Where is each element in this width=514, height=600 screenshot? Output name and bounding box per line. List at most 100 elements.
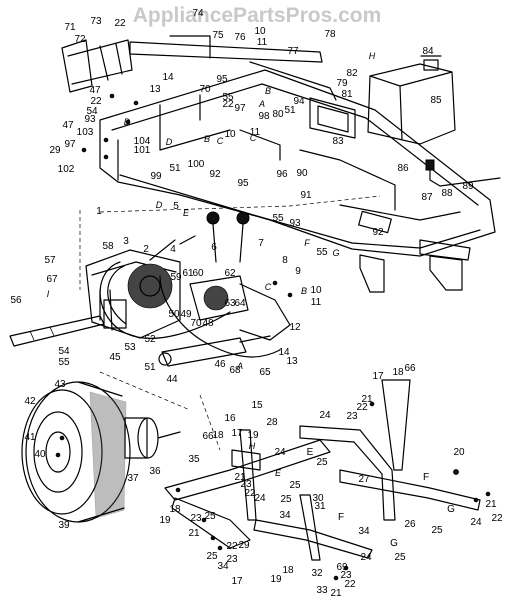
control-levers: [149, 211, 250, 263]
part-callout-56: 56: [10, 295, 22, 306]
part-callout-21: 21: [234, 472, 246, 483]
part-callout-37: 37: [127, 473, 139, 484]
part-callout-24: 24: [254, 493, 266, 504]
part-callout-25: 25: [204, 511, 216, 522]
part-callout-24: 24: [470, 517, 482, 528]
part-callout-21: 21: [361, 394, 373, 405]
part-callout-53: 53: [124, 342, 136, 353]
seat-bracket: [309, 97, 356, 139]
part-callout-8: 8: [282, 255, 288, 266]
hidden-lines: [79, 195, 381, 451]
part-callout-36: 36: [149, 466, 161, 477]
reference-letter-H: H: [369, 51, 376, 61]
hitch-bracket: [61, 39, 133, 93]
reference-letter-B: B: [301, 286, 307, 296]
part-callout-98: 98: [258, 111, 270, 122]
part-callout-33: 33: [316, 585, 328, 596]
part-callout-51: 51: [144, 362, 156, 373]
part-callout-G: G: [390, 538, 398, 549]
part-callout-101: 101: [134, 145, 151, 156]
part-callout-73: 73: [90, 16, 102, 27]
part-callout-51: 51: [169, 163, 181, 174]
part-callout-F: F: [423, 472, 429, 483]
part-callout-23: 23: [226, 554, 238, 565]
hydraulic-hoses: [99, 261, 281, 358]
part-callout-10: 10: [224, 129, 236, 140]
reference-letter-D: D: [166, 137, 173, 147]
part-callout-65: 65: [259, 367, 271, 378]
part-callout-100: 100: [188, 159, 205, 170]
part-callout-49: 49: [180, 309, 192, 320]
part-callout-19: 19: [247, 430, 259, 441]
reference-letter-H: H: [249, 441, 256, 451]
hydraulic-pump: [189, 275, 291, 341]
part-callout-86: 86: [397, 163, 409, 174]
upper-axle: [129, 35, 337, 101]
part-callout-68: 68: [229, 365, 241, 376]
part-callout-79: 79: [336, 78, 348, 89]
part-callout-13: 13: [149, 84, 161, 95]
part-callout-103: 103: [77, 127, 94, 138]
part-callout-57: 57: [44, 255, 56, 266]
part-callout-28: 28: [266, 417, 278, 428]
part-callout-44: 44: [166, 374, 178, 385]
part-callout-23: 23: [240, 479, 252, 490]
part-callout-55: 55: [272, 213, 284, 224]
part-callout-19: 19: [159, 515, 171, 526]
part-callout-21: 21: [330, 588, 342, 599]
part-callout-25: 25: [394, 552, 406, 563]
part-callout-24: 24: [360, 552, 372, 563]
part-callout-22: 22: [90, 96, 102, 107]
part-callout-10: 10: [254, 26, 266, 37]
part-callout-24: 24: [319, 410, 331, 421]
part-callout-95: 95: [216, 74, 228, 85]
part-callout-66: 66: [404, 363, 416, 374]
part-callout-G: G: [447, 504, 455, 515]
reference-letter-A: A: [258, 99, 265, 109]
part-callout-104: 104: [134, 136, 151, 147]
part-callout-22: 22: [114, 18, 126, 29]
part-callout-1: 1: [96, 206, 102, 217]
reference-letter-G: G: [332, 248, 339, 258]
part-callout-14: 14: [162, 72, 174, 83]
watermark-text: AppliancePartsPros.com: [133, 4, 382, 27]
part-callout-25: 25: [280, 494, 292, 505]
part-callout-96: 96: [276, 169, 288, 180]
part-callout-18: 18: [282, 565, 294, 576]
part-callout-27: 27: [358, 474, 370, 485]
part-callout-26: 26: [404, 519, 416, 530]
part-callout-17: 17: [372, 371, 384, 382]
reference-letter-D: D: [156, 200, 163, 210]
part-callout-93: 93: [289, 218, 301, 229]
main-frame: [99, 69, 496, 293]
part-callout-76: 76: [234, 32, 246, 43]
part-callout-21: 21: [485, 499, 497, 510]
part-callout-23: 23: [340, 570, 352, 581]
part-callout-50: 50: [168, 309, 180, 320]
wheel-hub: [124, 417, 181, 459]
part-callout-70: 70: [199, 84, 211, 95]
part-callout-40: 40: [34, 449, 46, 460]
part-callout-16: 16: [224, 413, 236, 424]
part-callout-42: 42: [24, 396, 36, 407]
part-callout-14: 14: [278, 347, 290, 358]
part-callout-92: 92: [372, 227, 384, 238]
reference-letter-B: B: [204, 134, 210, 144]
part-callout-22: 22: [491, 513, 503, 524]
part-callout-94: 94: [293, 96, 305, 107]
reference-letter-C: C: [217, 136, 224, 146]
reference-letter-I: I: [47, 289, 50, 299]
part-callout-89: 89: [462, 181, 474, 192]
part-callout-15: 15: [251, 400, 263, 411]
part-callout-78: 78: [324, 29, 336, 40]
part-callout-84: 84: [422, 46, 434, 57]
part-callout-12: 12: [289, 322, 301, 333]
part-callout-97: 97: [64, 139, 76, 150]
part-callout-13: 13: [286, 356, 298, 367]
part-callout-22: 22: [356, 402, 368, 413]
part-callout-61: 61: [182, 268, 194, 279]
part-callout-29: 29: [238, 540, 250, 551]
part-callout-90: 90: [296, 168, 308, 179]
part-callout-67: 67: [46, 274, 58, 285]
